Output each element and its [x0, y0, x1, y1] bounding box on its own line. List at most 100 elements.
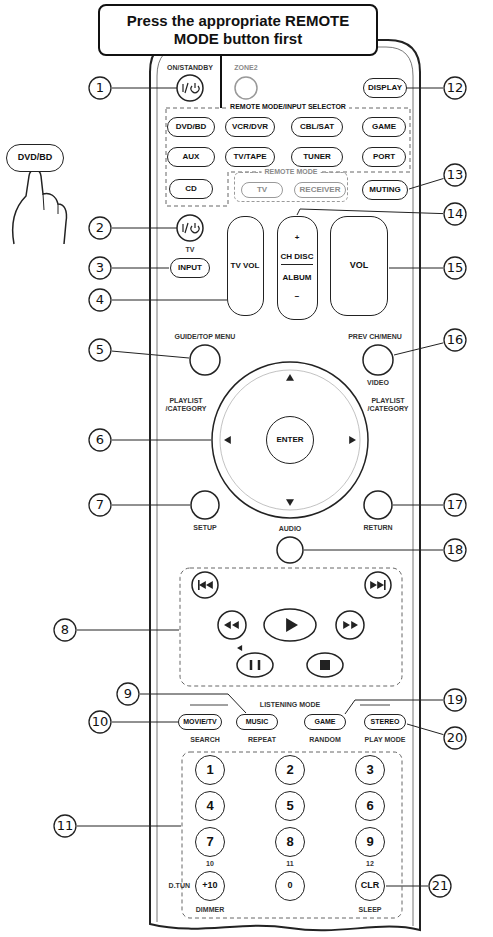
leader-line	[345, 700, 443, 714]
remote-mode-button: TV/TAPE	[225, 147, 275, 167]
remote-mode-button: GAME	[362, 117, 406, 137]
callout-number: 1	[96, 81, 104, 95]
button-label: PREV CH/MENU	[348, 333, 402, 341]
button-text: TV VOL	[231, 262, 260, 271]
button-text: INPUT	[178, 264, 202, 273]
remote-mode-button: DVD/BD	[6, 144, 64, 172]
callout-number: 5	[96, 343, 104, 357]
number-button: CLR	[355, 871, 385, 901]
transport-group	[180, 568, 402, 686]
button-text: −	[295, 293, 300, 302]
leader-line	[407, 724, 443, 735]
arrow-symbol	[351, 621, 358, 629]
button-text: 5	[286, 799, 293, 813]
arrow-symbol	[370, 581, 377, 589]
callout-circle	[117, 683, 139, 705]
button-label: PLAY MODE	[365, 736, 406, 744]
number-button: 4	[195, 791, 225, 821]
button-label: ZONE2	[234, 64, 257, 72]
rewind-button	[218, 611, 246, 639]
rocker-button: VOL	[330, 216, 388, 316]
arrow-symbol	[286, 499, 294, 506]
number-button: 3	[355, 755, 385, 785]
button-text: 1	[206, 763, 213, 777]
leader-line	[393, 505, 443, 506]
remote-mode-button: TUNER	[291, 147, 343, 167]
leader-line	[140, 694, 246, 713]
finger-line	[43, 194, 58, 214]
callout-circle	[89, 77, 111, 99]
remote-mode-button: PORT	[362, 147, 406, 167]
callout-circle	[89, 494, 111, 516]
callout-circle	[444, 727, 466, 749]
leader-line	[77, 826, 181, 827]
setup-button	[191, 491, 219, 519]
remote-button: DISPLAY	[363, 78, 407, 98]
button-text: CLR	[361, 881, 380, 891]
callout-circle	[89, 339, 111, 361]
button-text: 6	[366, 799, 373, 813]
button-text: TUNER	[303, 153, 331, 162]
cursor-pad	[212, 362, 368, 518]
arrow-symbol	[286, 618, 298, 632]
leader-line	[386, 886, 428, 887]
leader-line	[406, 88, 443, 89]
callout-circle	[444, 329, 466, 351]
button-text: 8	[286, 835, 293, 849]
callout-number: 14	[447, 207, 464, 221]
button-label: RETURN	[363, 524, 392, 532]
button-text: AUX	[183, 153, 200, 162]
power-button	[177, 75, 203, 101]
skip-back-button	[192, 572, 218, 598]
number-button: 6	[355, 791, 385, 821]
remote-mode-button: TV	[241, 182, 283, 198]
remote-mode-button: DVD/BD	[167, 117, 215, 137]
rocker-button: TV VOL	[227, 216, 264, 316]
button-text: GAME	[315, 718, 336, 726]
button-text: TV/TAPE	[233, 153, 266, 162]
remote-body	[150, 40, 420, 930]
button-label: AUDIO	[279, 525, 302, 533]
pressing-hand	[13, 170, 67, 244]
leader-line	[77, 630, 179, 631]
leader-line	[112, 722, 178, 723]
leader-line	[297, 209, 443, 215]
callout-circle	[444, 164, 466, 186]
button-label: TV	[186, 246, 195, 254]
leader-line	[112, 300, 227, 301]
pause-symbol	[251, 660, 259, 670]
arrow-symbol	[343, 621, 350, 629]
button-label: LISTENING MODE	[260, 701, 320, 709]
listening-mode-button: STEREO	[364, 714, 406, 730]
listening-mode-button: MUSIC	[236, 714, 278, 730]
button-text: 0	[287, 881, 292, 891]
number-button: 8	[275, 827, 305, 857]
button-text: CH DISC	[281, 253, 314, 265]
callout-number: 21	[432, 879, 449, 893]
leader-line	[304, 550, 443, 551]
button-text: STEREO	[371, 718, 400, 726]
button-text: 9	[366, 835, 373, 849]
arrow-symbol	[377, 581, 384, 589]
leader-line	[112, 505, 190, 506]
button-text: 7	[206, 835, 213, 849]
callout-circle	[54, 619, 76, 641]
arrow-symbol	[224, 621, 231, 629]
remote-mode-button: CBL/SAT	[291, 117, 343, 137]
button-label: PLAYLIST /CATEGORY	[163, 397, 209, 412]
callout-circle	[444, 689, 466, 711]
arrow-symbol	[286, 374, 294, 381]
button-label: D.TUN	[169, 882, 190, 890]
button-label: SLEEP	[359, 906, 382, 914]
callout-number: 6	[96, 433, 104, 447]
pointer-line	[220, 56, 222, 108]
fast-forward-button	[336, 611, 364, 639]
button-text: 4	[206, 799, 213, 813]
button-text: CBL/SAT	[300, 123, 334, 132]
button-label: SEARCH	[190, 736, 220, 744]
number-button: 9	[355, 827, 385, 857]
button-text: DVD/BD	[18, 153, 53, 163]
